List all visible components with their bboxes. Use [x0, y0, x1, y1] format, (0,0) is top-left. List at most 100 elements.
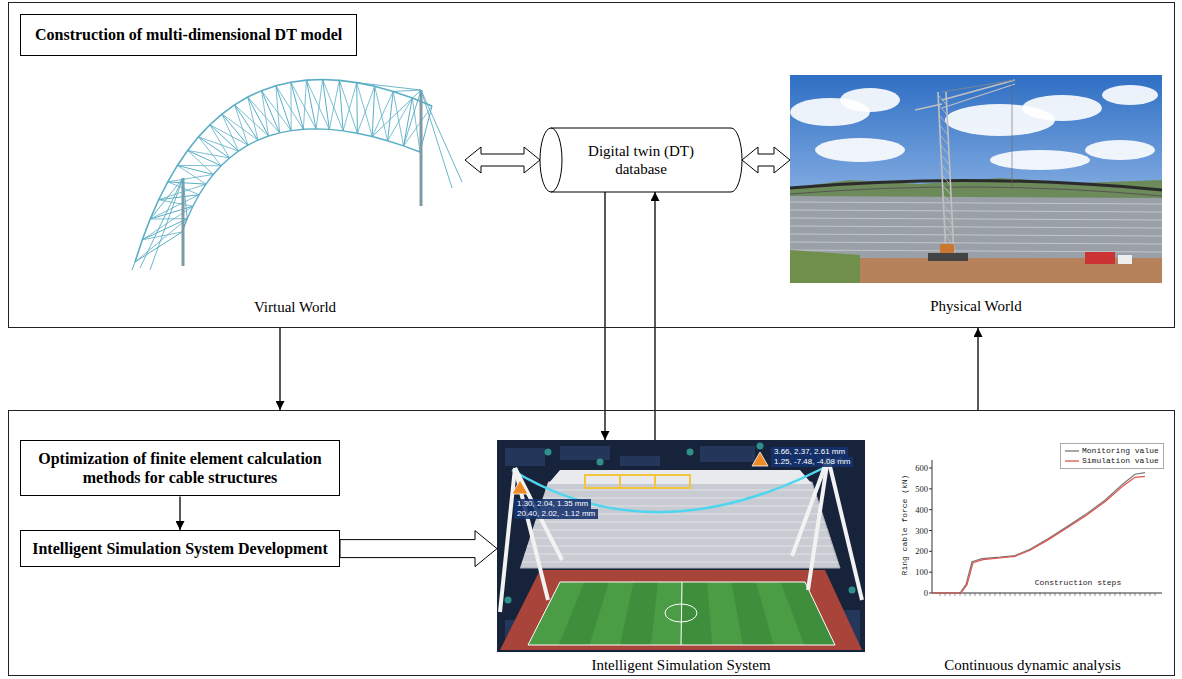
simulation-screenshot [707, 582, 743, 645]
simulation-screenshot [560, 446, 610, 460]
line-chart [1145, 593, 1146, 596]
axis-title: Ring cable force (kN) [900, 475, 909, 576]
line-chart [1050, 593, 1051, 596]
figure-panel: Continuous dynamic analysis [895, 440, 1170, 674]
site-photo [942, 80, 1015, 92]
line-chart [929, 509, 932, 510]
site-photo [928, 253, 968, 261]
roof-wireframe [262, 91, 292, 131]
roof-wireframe [357, 86, 374, 133]
roof-wireframe [140, 178, 183, 268]
roof-wireframe [159, 200, 193, 206]
tick-label: 100 [915, 568, 928, 577]
roof-wireframe [135, 80, 432, 262]
line-chart [929, 572, 932, 573]
site-photo [915, 104, 942, 110]
simulation-screenshot [532, 530, 827, 531]
node-text: Physical World [930, 297, 1021, 315]
cylinder-outline [551, 128, 562, 192]
roof-wireframe [182, 129, 420, 232]
line-chart [1150, 593, 1151, 596]
simulation-screenshot [757, 443, 764, 450]
line-chart [1045, 593, 1046, 596]
site-photo [945, 235, 954, 245]
chart-legend: Monitoring valueSimulation value [1060, 443, 1164, 469]
roof-wireframe [262, 91, 269, 136]
roof-wireframe [290, 82, 291, 130]
simulation-screenshot [597, 459, 604, 466]
axis-title: Construction steps [1035, 578, 1121, 587]
line-chart [970, 593, 971, 596]
simulation-screenshot [528, 582, 835, 645]
site-photo [943, 195, 952, 205]
figure-panel: Virtual World [125, 68, 465, 316]
axis-title: Construction steps [1035, 578, 1121, 587]
roof-wireframe [357, 83, 421, 90]
site-photo [940, 125, 949, 135]
tick-label: 400 [915, 505, 928, 514]
line-chart [929, 593, 932, 594]
tick-label: 500 [915, 484, 928, 493]
simulation-screenshot [665, 604, 697, 622]
roof-wireframe [276, 86, 280, 133]
node-text: Construction of multi-dimensional DT mod… [35, 15, 342, 55]
tick-label: 0 [924, 589, 928, 598]
axis-title: Ring cable force (kN) [900, 475, 909, 576]
line-chart [1090, 593, 1091, 596]
line-chart [932, 460, 1162, 593]
roof-wireframe [343, 83, 357, 131]
cylinder-outline [540, 128, 742, 192]
tick-label: 400 [915, 505, 928, 514]
roof-wireframe [168, 174, 214, 181]
line-chart [1030, 593, 1031, 596]
site-photo [940, 244, 954, 254]
line-chart [965, 593, 966, 596]
site-photo [943, 185, 952, 195]
simulation-screenshot [687, 449, 694, 456]
coordinate-tag: 1.30, 2.04, 1.35 mm [514, 499, 591, 509]
line-chart [1130, 593, 1131, 596]
figure-panel: Physical World [790, 75, 1162, 315]
roof-wireframe [276, 86, 303, 130]
simulation-screenshot [548, 470, 812, 484]
simulation-screenshot [545, 449, 552, 456]
roof-wireframe [183, 178, 187, 219]
roof-wireframe [339, 80, 343, 131]
site-photo [942, 84, 1015, 108]
site-photo [1022, 95, 1102, 121]
simulation-screenshot [512, 480, 528, 494]
simulation-screenshot [849, 587, 856, 594]
site-photo [942, 165, 951, 175]
line-chart [1070, 593, 1071, 596]
coordinate-tag: 3.66, 2.37, 2.61 mm [771, 447, 848, 457]
tick-label: 500 [915, 484, 928, 493]
legend-sample [1065, 447, 1079, 455]
site-photo [944, 205, 953, 215]
simulation-screenshot [528, 582, 835, 645]
simulation-screenshot [505, 597, 512, 604]
site-photo [790, 250, 1162, 252]
simulation-screenshot [752, 452, 768, 466]
coordinate-tag: 1.25, -7.48, -4.08 mm [771, 457, 853, 467]
line-chart [1060, 593, 1061, 596]
roof-wireframe [276, 86, 291, 131]
simulation-screenshot [651, 582, 683, 645]
simulation-screenshot [530, 538, 830, 539]
line-chart [1040, 593, 1041, 596]
site-photo [790, 210, 1162, 212]
roof-wireframe [132, 262, 135, 270]
line-chart [1080, 593, 1081, 596]
node-text: Intelligent Simulation System [591, 656, 770, 674]
line-chart [929, 468, 932, 469]
roof-wireframe [235, 105, 269, 136]
block-arrow [340, 531, 497, 567]
simulation-screenshot [808, 458, 828, 590]
tick-label: 600 [915, 464, 928, 473]
legend-sample [1065, 450, 1079, 451]
legend-sample [1065, 457, 1079, 465]
roof-wireframe [177, 165, 221, 166]
line-chart [990, 593, 991, 596]
process-box: Intelligent Simulation System Developmen… [20, 530, 340, 567]
line-chart [1015, 593, 1016, 596]
